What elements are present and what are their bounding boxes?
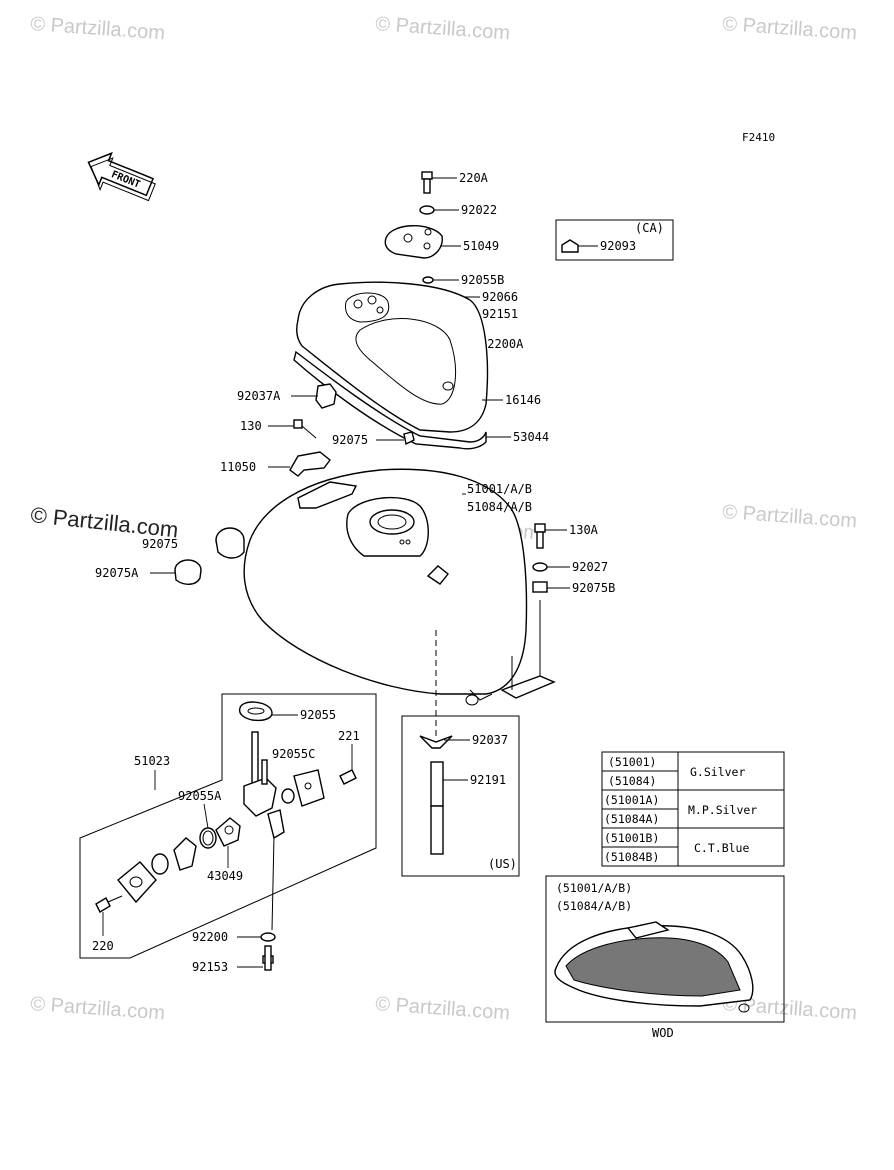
table-color: C.T.Blue bbox=[694, 841, 749, 855]
fuel-tank: 51001/A/B 51084/A/B bbox=[243, 468, 532, 740]
label-92055: 92055 bbox=[300, 708, 336, 722]
label-51023: 51023 bbox=[134, 754, 170, 768]
label-92075B: 92075B bbox=[572, 581, 615, 595]
label-92055C: 92055C bbox=[272, 747, 315, 761]
table-color: M.P.Silver bbox=[688, 803, 757, 817]
table-code: (51084) bbox=[608, 774, 656, 788]
figure-code: F2410 bbox=[742, 131, 775, 144]
label-92075A: 92075A bbox=[95, 566, 139, 580]
label-16146: 16146 bbox=[505, 393, 541, 407]
color-table: (51001) (51084) G.Silver (51001A) (51084… bbox=[601, 751, 785, 867]
bracket-parts: 92037A 130 92075 11050 bbox=[220, 383, 415, 477]
label-92153: 92153 bbox=[192, 960, 228, 974]
watermark: © Partzilla.com bbox=[375, 993, 511, 1024]
tank-top-cover: 16146 53044 bbox=[293, 281, 549, 450]
label-92191: 92191 bbox=[470, 773, 506, 787]
label-43049: 43049 bbox=[207, 869, 243, 883]
wod-line1: (51001/A/B) bbox=[556, 881, 632, 895]
watermark: © Partzilla.com bbox=[30, 993, 166, 1024]
label-130: 130 bbox=[240, 419, 262, 433]
label-92022: 92022 bbox=[461, 203, 497, 217]
label-220A: 220A bbox=[459, 171, 489, 185]
us-box: (US) 92037 92191 bbox=[401, 715, 520, 877]
wod-caption: WOD bbox=[652, 1026, 674, 1040]
watermark: © Partzilla.com bbox=[722, 501, 858, 532]
table-code: (51084B) bbox=[604, 850, 659, 864]
label-130A: 130A bbox=[569, 523, 599, 537]
fuel-cock-assembly: 51023 92055 92055C 221 92055A 43049 bbox=[79, 693, 377, 974]
table-color: G.Silver bbox=[690, 765, 745, 779]
ca-box: (CA) 92093 bbox=[555, 219, 674, 261]
label-92200A: 92200A bbox=[480, 337, 524, 351]
table-code: (51001) bbox=[608, 755, 656, 769]
label-11050: 11050 bbox=[220, 460, 256, 474]
label-92075-left: 92075 bbox=[142, 537, 178, 551]
label-92037: 92037 bbox=[472, 733, 508, 747]
us-box-title: (US) bbox=[488, 857, 517, 871]
label-51001: 51001/A/B bbox=[467, 482, 532, 496]
label-92055A: 92055A bbox=[178, 789, 222, 803]
table-code: (51084A) bbox=[604, 812, 659, 826]
watermark: © Partzilla.com bbox=[375, 13, 511, 44]
label-220: 220 bbox=[92, 939, 114, 953]
label-92093: 92093 bbox=[600, 239, 636, 253]
watermark: © Partzilla.com bbox=[30, 13, 166, 44]
rubber-dampers: 92075 92075A bbox=[95, 527, 245, 585]
watermark: © Partzilla.com bbox=[722, 13, 858, 44]
table-code: (51001A) bbox=[604, 793, 659, 807]
right-mount-parts: 130A 92027 92075B bbox=[500, 523, 615, 699]
label-92066: 92066 bbox=[482, 290, 518, 304]
label-53044: 53044 bbox=[513, 430, 549, 444]
wod-line2: (51084/A/B) bbox=[556, 899, 632, 913]
label-92075: 92075 bbox=[332, 433, 368, 447]
table-code: (51001B) bbox=[604, 831, 659, 845]
label-92027: 92027 bbox=[572, 560, 608, 574]
ca-box-title: (CA) bbox=[635, 221, 664, 235]
label-51084: 51084/A/B bbox=[467, 500, 532, 514]
label-92055B: 92055B bbox=[461, 273, 504, 287]
label-221: 221 bbox=[338, 729, 360, 743]
label-92200: 92200 bbox=[192, 930, 228, 944]
label-51049: 51049 bbox=[463, 239, 499, 253]
front-arrow-icon: FRONT bbox=[87, 151, 156, 202]
label-92151: 92151 bbox=[482, 307, 518, 321]
label-92037A: 92037A bbox=[237, 389, 281, 403]
wod-box: (51001/A/B) (51084/A/B) WOD bbox=[545, 875, 785, 1040]
